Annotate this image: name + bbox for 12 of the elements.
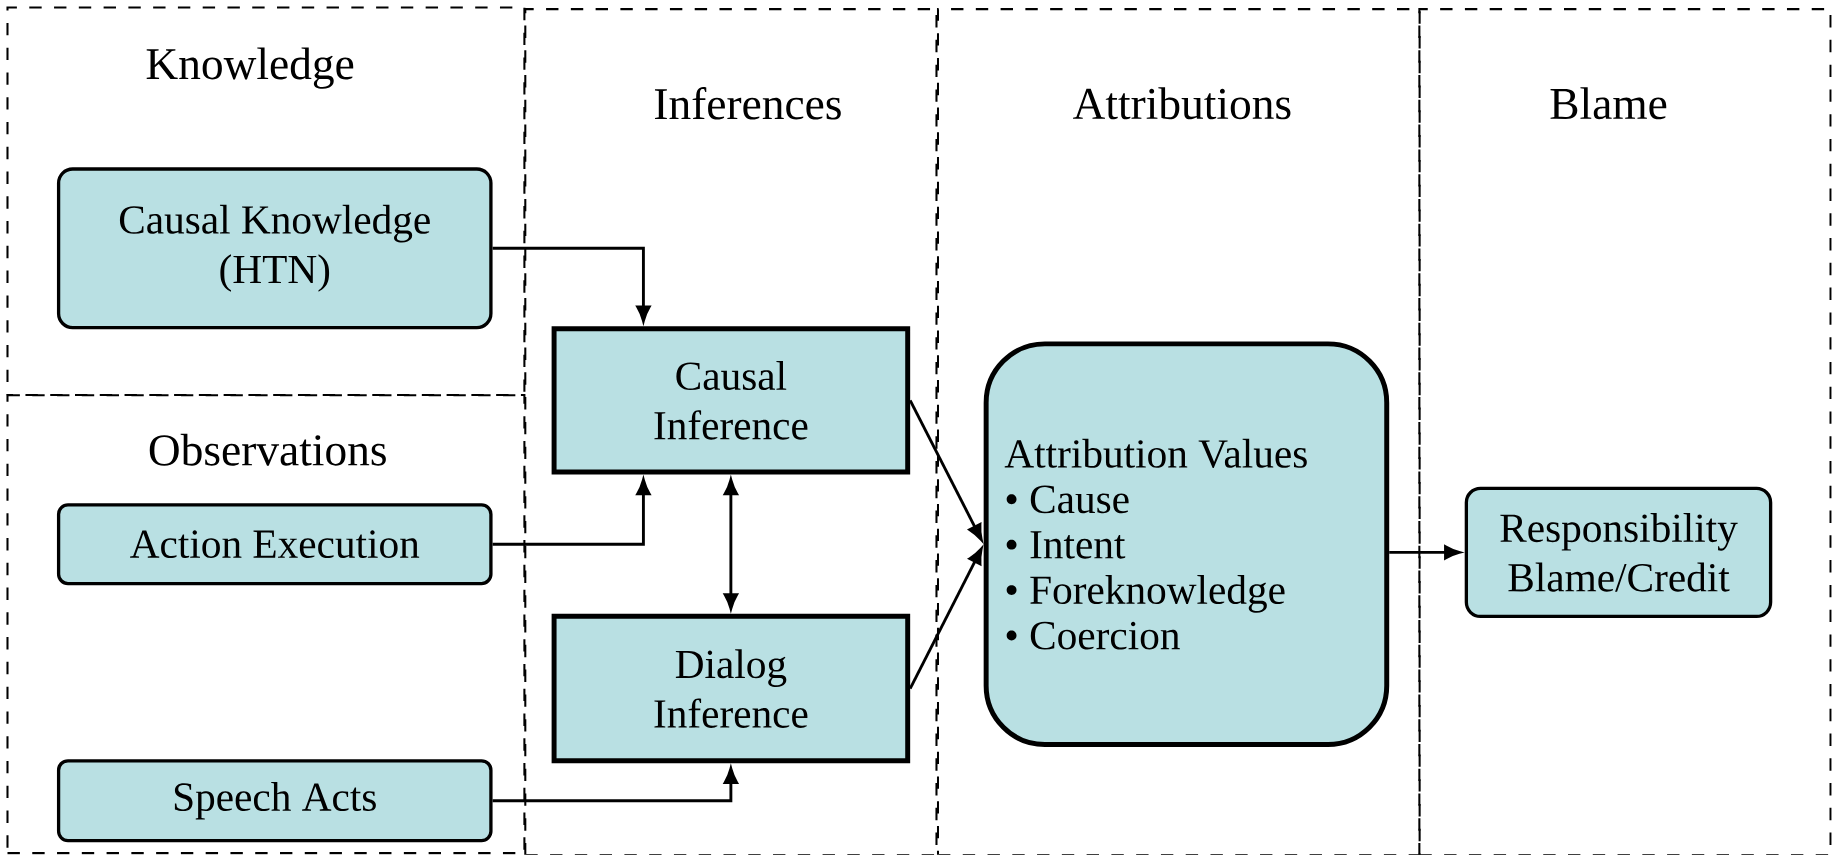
input-box: Action Execution bbox=[56, 503, 493, 586]
process-box: Dialog Inference bbox=[551, 614, 911, 764]
panel-heading: Blame bbox=[1550, 87, 1667, 120]
panel-heading: Knowledge bbox=[146, 47, 354, 89]
attribution-box: Attribution Values • Cause • Intent • Foreknowledge • Coercion bbox=[983, 341, 1390, 748]
process-box: Causal Inference bbox=[551, 326, 911, 475]
input-box: Causal Knowledge (HTN) bbox=[56, 167, 493, 330]
input-box: Responsibility Blame/Credit bbox=[1464, 486, 1773, 619]
panel-heading: Observations bbox=[149, 433, 386, 466]
input-box: Speech Acts bbox=[56, 759, 493, 843]
panel-heading: Attributions bbox=[1073, 87, 1291, 120]
panel-heading: Inferences bbox=[655, 87, 841, 120]
